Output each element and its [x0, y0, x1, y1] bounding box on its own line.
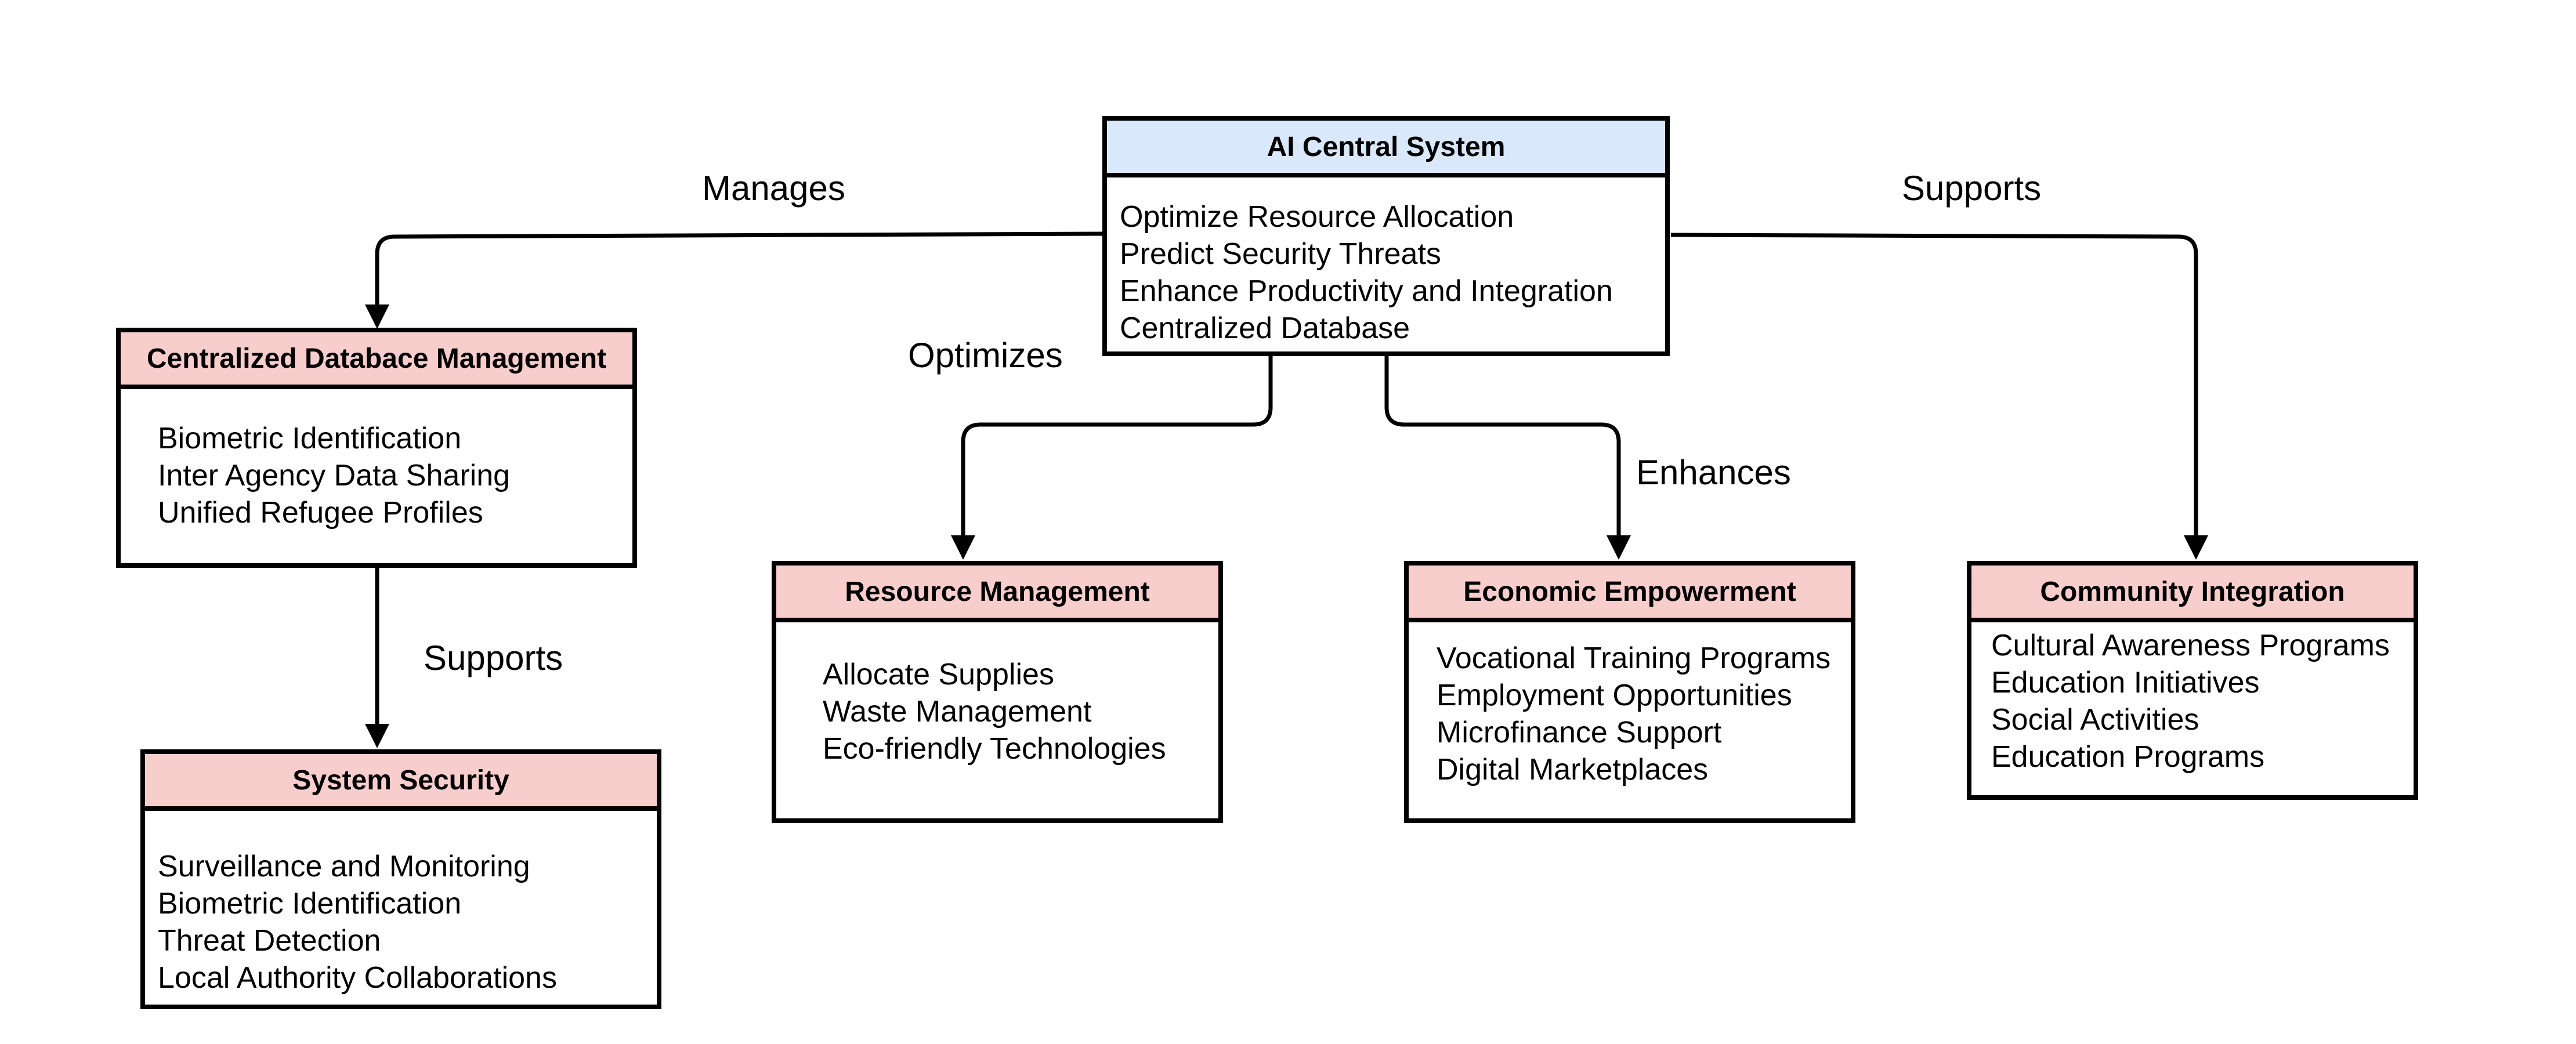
node-title: Community Integration — [1971, 566, 2414, 622]
edge-supports-community — [1670, 233, 2208, 560]
node-item: Local Authority Collaborations — [158, 961, 557, 995]
node-system-security[interactable]: System Security Surveillance and Monitor… — [140, 749, 661, 1009]
edge-label-manages: Manages — [702, 169, 845, 208]
node-item: Predict Security Threats — [1120, 237, 1441, 271]
node-item: Digital Marketplaces — [1437, 753, 1709, 786]
node-item: Optimize Resource Allocation — [1120, 200, 1514, 234]
node-community-integration[interactable]: Community Integration Cultural Awareness… — [1967, 561, 2418, 800]
node-body: Cultural Awareness Programs Education In… — [1971, 622, 2414, 775]
node-item: Allocate Supplies — [823, 658, 1054, 691]
node-title: AI Central System — [1107, 121, 1665, 177]
node-item: Vocational Training Programs — [1437, 641, 1831, 675]
node-title: Economic Empowerment — [1409, 566, 1851, 622]
edge-label-optimizes: Optimizes — [908, 336, 1063, 375]
edge-enhances — [1384, 354, 1631, 560]
node-title: Resource Management — [776, 566, 1218, 622]
node-item: Employment Opportunities — [1437, 679, 1792, 712]
node-item: Unified Refugee Profiles — [158, 496, 483, 530]
edge-label-supports-community: Supports — [1902, 169, 2042, 208]
node-ai-central-system[interactable]: AI Central System Optimize Resource Allo… — [1102, 116, 1670, 356]
node-body: Optimize Resource Allocation Predict Sec… — [1107, 177, 1665, 347]
node-resource-management[interactable]: Resource Management Allocate Supplies Wa… — [772, 561, 1223, 823]
edge-optimizes — [951, 354, 1273, 560]
node-title: System Security — [145, 754, 657, 811]
node-item: Biometric Identification — [158, 887, 462, 920]
edge-label-supports-security: Supports — [424, 639, 563, 677]
node-item: Education Programs — [1991, 740, 2265, 774]
node-centralized-database[interactable]: Centralized Databace Management Biometri… — [116, 328, 637, 568]
node-item: Cultural Awareness Programs — [1991, 629, 2390, 662]
node-item: Microfinance Support — [1437, 716, 1722, 749]
edge-label-enhances: Enhances — [1636, 453, 1791, 492]
node-body: Allocate Supplies Waste Management Eco-f… — [776, 622, 1218, 767]
node-item: Eco-friendly Technologies — [823, 732, 1166, 766]
node-body: Biometric Identification Inter Agency Da… — [121, 389, 632, 531]
node-item: Waste Management — [823, 695, 1092, 728]
node-item: Education Initiatives — [1991, 666, 2260, 699]
node-item: Surveillance and Monitoring — [158, 850, 530, 883]
node-item: Inter Agency Data Sharing — [158, 459, 511, 492]
node-item: Centralized Database — [1120, 311, 1410, 345]
node-economic-empowerment[interactable]: Economic Empowerment Vocational Training… — [1404, 561, 1855, 823]
edge-manages — [365, 231, 1103, 329]
node-title: Centralized Databace Management — [121, 332, 632, 389]
node-item: Biometric Identification — [158, 422, 462, 455]
node-body: Vocational Training Programs Employment … — [1409, 622, 1851, 788]
node-item: Enhance Productivity and Integration — [1120, 274, 1613, 308]
node-body: Surveillance and Monitoring Biometric Id… — [145, 811, 657, 996]
node-item: Threat Detection — [158, 924, 381, 958]
node-item: Social Activities — [1991, 703, 2199, 737]
